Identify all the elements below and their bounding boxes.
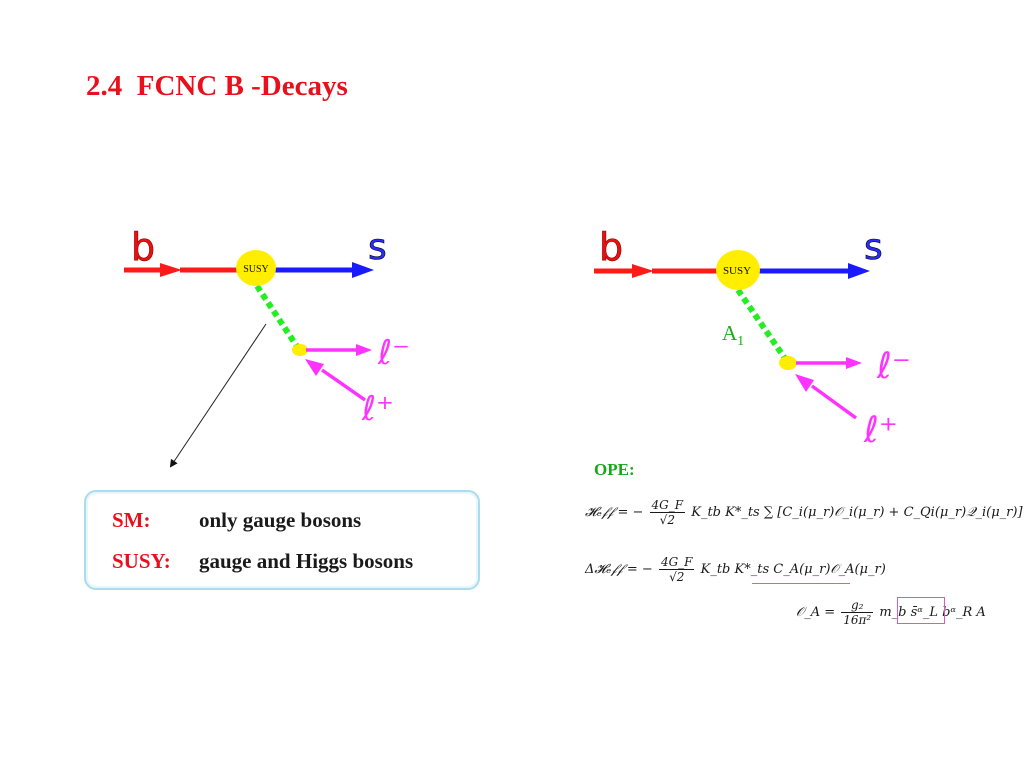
eq3-rhs: m_b s̄ᵅ_L bᵅ_R A [879, 605, 986, 620]
ope-label: OPE: [594, 460, 635, 479]
lepton-minus-arrow-left [356, 344, 372, 356]
eq1-fraction: 4G_F√2 [649, 498, 686, 527]
eq3-num: g₂ [841, 598, 874, 613]
boson-label-right: A1 [722, 321, 744, 349]
susy-vertex-label-right: SUSY [723, 265, 751, 277]
quark-s-label-right: s [864, 227, 883, 268]
sm-key: SM: [112, 508, 151, 532]
susy-value: gauge and Higgs bosons [199, 549, 414, 573]
lepton-plus-label-right: ℓ⁺ [863, 410, 898, 451]
eq1-num: 4G_F [649, 498, 686, 513]
boson-line-left [254, 284, 301, 350]
lepton-plus-line-left [320, 368, 367, 402]
comparison-box: SM: only gauge bosons SUSY: gauge and Higg… [84, 490, 480, 590]
eq2-num: 4G_F [658, 555, 695, 570]
susy-vertex-left [236, 250, 276, 286]
sm-row: SM: only gauge bosons [112, 508, 361, 533]
lepton-vertex-left [292, 344, 308, 356]
operator-highlight-box [897, 597, 945, 624]
eq3-den: 16π² [843, 613, 872, 627]
pointer-arrow [169, 323, 267, 468]
quark-out-arrow-left [352, 262, 374, 278]
quark-b-label-left: b [131, 225, 155, 269]
eq3-lhs: 𝒪_A = [796, 605, 836, 620]
quark-in-arrow-right [632, 264, 654, 278]
sm-value: only gauge bosons [199, 508, 362, 532]
lepton-vertex-right [779, 356, 797, 370]
lepton-plus-label-left: ℓ⁺ [361, 389, 394, 429]
eq2-fraction: 4G_F√2 [658, 555, 695, 584]
quark-s-label-left: s [368, 227, 387, 268]
susy-key: SUSY: [112, 549, 171, 573]
boson-label-sub: 1 [737, 334, 744, 349]
lepton-minus-label-left: ℓ⁻ [377, 333, 410, 373]
susy-vertex-right [716, 250, 760, 290]
quark-in-arrow-left [160, 263, 182, 277]
eq1-rhs: K_tb K*_ts ∑ [C_i(μ_r)𝒪_i(μ_r) + C_Qi(μ_… [691, 505, 1023, 520]
eq2-lhs: Δ𝓗ₑ𝒻𝒻 = − [585, 562, 653, 577]
equation-heff: 𝓗ₑ𝒻𝒻 = − 4G_F√2 K_tb K*_ts ∑ [C_i(μ_r)𝒪_… [585, 498, 1023, 527]
eq2-rhs: K_tb K*_ts C_A(μ_r)𝒪_A(μ_r) [700, 562, 886, 577]
eq1-lhs: 𝓗ₑ𝒻𝒻 = − [585, 505, 644, 520]
lepton-plus-arrow-left [305, 359, 324, 376]
susy-row: SUSY: gauge and Higgs bosons [112, 549, 413, 574]
slide-title: 2.4 FCNC B -Decays [86, 70, 348, 102]
diagram-right: b s SUSY A1 ℓ⁻ ℓ⁺ [594, 225, 911, 451]
quark-b-label-right: b [599, 225, 623, 269]
boson-line-right [735, 288, 789, 362]
quark-out-arrow-right [848, 263, 870, 279]
eq1-den: √2 [659, 513, 675, 527]
equation-delta-heff: Δ𝓗ₑ𝒻𝒻 = − 4G_F√2 K_tb K*_ts C_A(μ_r)𝒪_A(… [585, 555, 886, 584]
diagram-left: b s SUSY ℓ⁻ ℓ⁺ [124, 225, 410, 468]
boson-label-main: A [722, 321, 738, 345]
lepton-minus-label-right: ℓ⁻ [876, 346, 911, 387]
lepton-plus-line-right [810, 384, 858, 420]
ca-highlight-underline [752, 583, 850, 584]
lepton-minus-arrow-right [846, 357, 862, 369]
susy-vertex-label-left: SUSY [243, 264, 269, 275]
eq2-den: √2 [669, 570, 685, 584]
lepton-plus-arrow-right [795, 374, 814, 392]
